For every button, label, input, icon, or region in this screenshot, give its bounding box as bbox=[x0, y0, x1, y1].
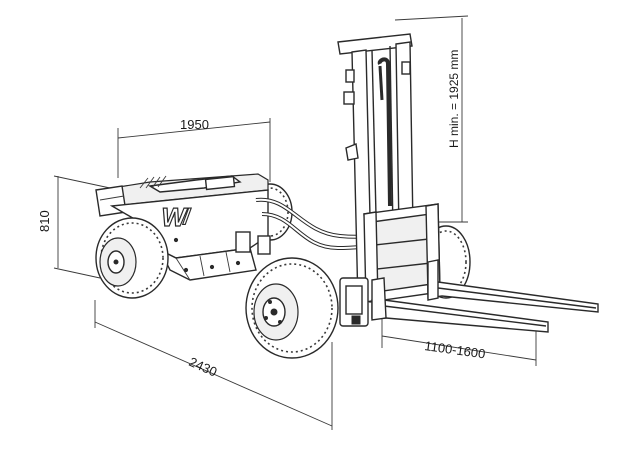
dimension-1950: 1950 bbox=[117, 117, 271, 182]
dim-label-fork-range: 1100-1600 bbox=[424, 338, 487, 361]
dim-label-mast-height: H min. = 1925 mm bbox=[447, 50, 461, 148]
brand-logo: W bbox=[159, 202, 189, 232]
front-left-wheel bbox=[245, 257, 339, 359]
chassis-body: W / bbox=[95, 173, 269, 281]
rear-left-wheel bbox=[95, 217, 169, 299]
lift-mast bbox=[337, 33, 441, 327]
dimension-810: 810 bbox=[37, 175, 111, 279]
dim-label-height: 810 bbox=[37, 210, 52, 232]
fork-tines bbox=[371, 259, 599, 333]
dim-label-width: 1950 bbox=[180, 117, 209, 132]
brand-logo-mark: / bbox=[182, 204, 192, 229]
dim-label-length: 2430 bbox=[187, 354, 220, 379]
dimension-mast-height: H min. = 1925 mm bbox=[394, 15, 469, 223]
